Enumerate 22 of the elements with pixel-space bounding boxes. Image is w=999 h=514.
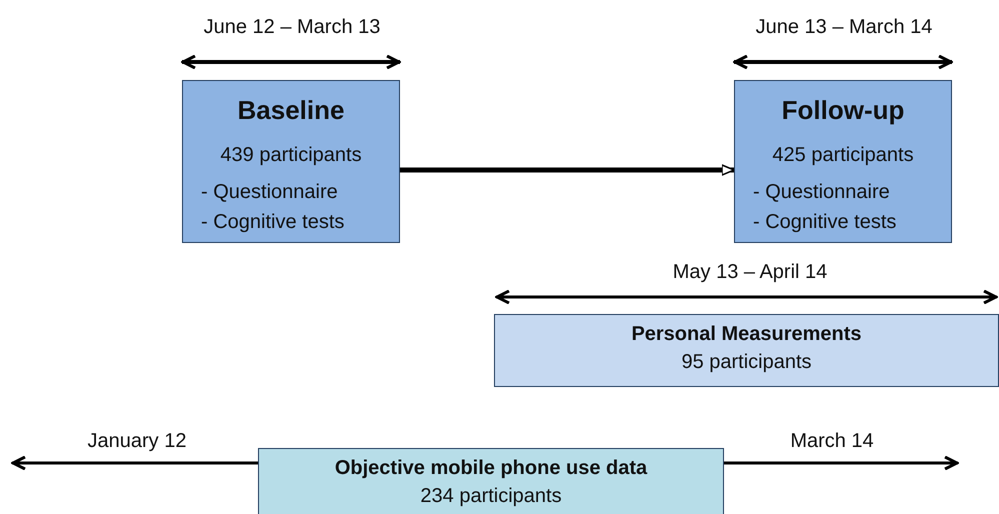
list-item: - Cognitive tests <box>753 211 896 234</box>
box-title: Follow-up <box>780 95 906 126</box>
date-label: June 12 – March 13 <box>204 16 380 39</box>
box-title: Baseline <box>236 95 346 126</box>
box-title: Personal Measurements <box>630 323 863 346</box>
date-label: June 13 – March 14 <box>756 16 932 39</box>
timeline-bar <box>258 448 724 514</box>
date-label: May 13 – April 14 <box>672 261 828 284</box>
participant-count: 234 participants <box>419 485 563 508</box>
arrow <box>400 164 735 176</box>
participant-count: 95 participants <box>680 351 813 374</box>
list-item: - Cognitive tests <box>201 211 344 234</box>
process-box <box>182 80 400 243</box>
participant-count: 439 participants <box>219 144 363 167</box>
box-title: Objective mobile phone use data <box>334 457 648 480</box>
process-box <box>734 80 952 243</box>
timeline-bar <box>494 314 999 387</box>
date-label: January 12 <box>88 430 186 453</box>
participant-count: 425 participants <box>771 144 915 167</box>
list-item: - Questionnaire <box>753 181 890 204</box>
date-label: March 14 <box>790 430 874 453</box>
list-item: - Questionnaire <box>201 181 338 204</box>
